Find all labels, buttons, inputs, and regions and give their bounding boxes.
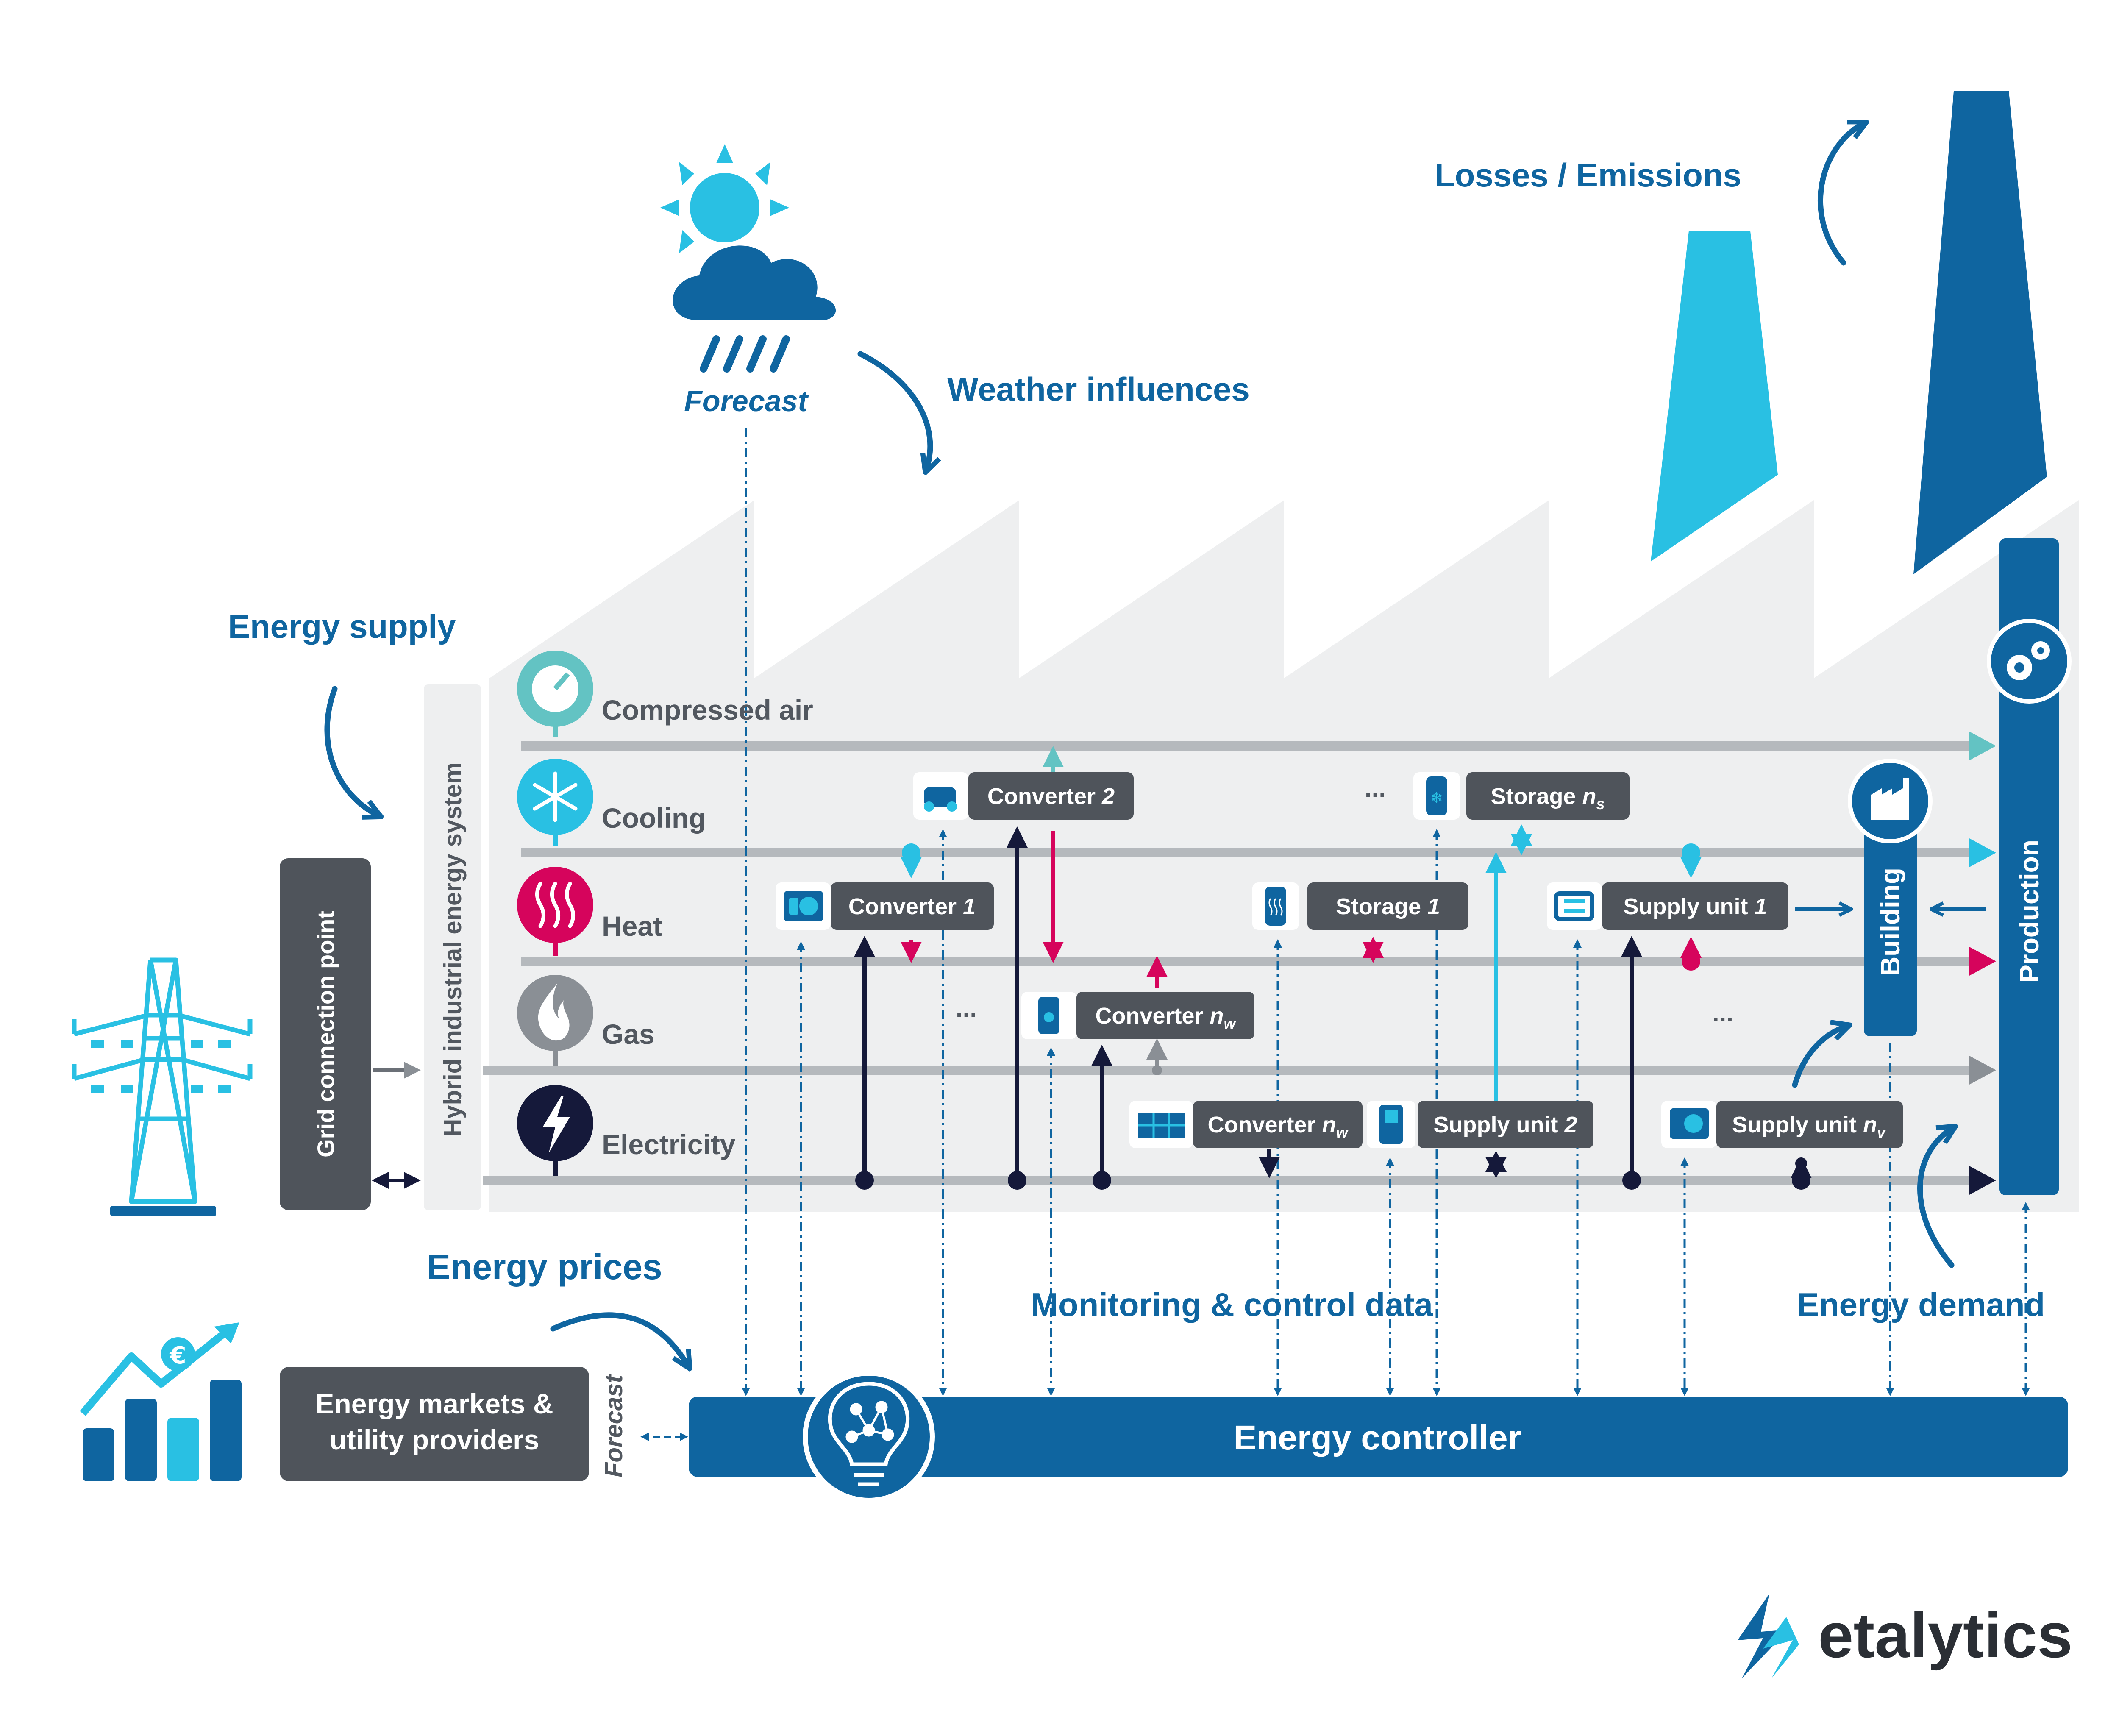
component-box-converter-1[interactable]	[831, 882, 994, 930]
power-pylon-icon	[72, 957, 253, 1204]
component-label-converter-nw-b: Converter nw	[1207, 1112, 1349, 1141]
heading-losses-emissions: Losses / Emissions	[1435, 156, 1741, 194]
chiller-icon	[1554, 891, 1594, 921]
heading-monitoring: Monitoring & control data	[1031, 1286, 1433, 1323]
controller-icon-circle	[803, 1371, 935, 1503]
grid-connection-label: Grid connection point	[312, 911, 339, 1157]
ellipsis: ...	[1712, 999, 1733, 1027]
heat-waves-icon	[517, 867, 593, 956]
compressor-icon	[924, 787, 957, 812]
system-label: Hybrid industrial energy system	[439, 762, 467, 1136]
component-label-supply-unit-nv: Supply unit nv	[1732, 1112, 1886, 1141]
curved-arrows	[324, 123, 1954, 1367]
pressure-gauge-icon	[517, 651, 593, 737]
pipe-arrow-gas	[1969, 1055, 1996, 1085]
media-label-heat: Heat	[602, 910, 662, 942]
lightning-icon	[517, 1085, 593, 1176]
component-box-storage-1[interactable]	[1307, 882, 1468, 930]
pipe-arrow-electricity	[1969, 1166, 1996, 1195]
solar-panel-icon	[1138, 1113, 1185, 1138]
energy-controller-label: Energy controller	[1234, 1419, 1521, 1457]
heading-energy-supply: Energy supply	[228, 608, 456, 645]
production-label: Production	[2014, 840, 2044, 983]
component-label-supply-unit-2: Supply unit 2	[1433, 1112, 1577, 1138]
heading-energy-prices: Energy prices	[427, 1247, 662, 1287]
gears-icon	[2007, 641, 2050, 680]
brand-name: etalytics	[1818, 1600, 2072, 1671]
chimney-light	[1651, 231, 1778, 562]
component-box-converter-nw-b[interactable]	[1193, 1101, 1363, 1148]
ellipsis: ...	[1365, 774, 1386, 802]
component-label-supply-unit-1: Supply unit 1	[1623, 894, 1767, 919]
lightbulb-network-icon	[828, 1382, 910, 1486]
ellipsis: ...	[956, 994, 977, 1023]
component-box-supply-unit-nv[interactable]	[1716, 1101, 1903, 1148]
weather-forecast-label: Forecast	[684, 384, 809, 417]
price-chart-icon: €	[80, 1322, 242, 1481]
component-box-converter-nw-a[interactable]	[1076, 992, 1254, 1039]
markets-label-line2: utility providers	[329, 1424, 539, 1455]
pipe-arrow-compressed-air	[1969, 731, 1996, 761]
media-label-gas: Gas	[602, 1018, 655, 1050]
markets-label-line1: Energy markets &	[315, 1388, 553, 1419]
media-label-cooling: Cooling	[602, 802, 706, 834]
pipe-arrow-cooling	[1969, 838, 1996, 868]
component-box-storage-ns[interactable]	[1466, 772, 1630, 820]
building-bar	[1864, 807, 1917, 1036]
flame-icon	[517, 975, 593, 1066]
etalytics-logo-icon	[1738, 1594, 1799, 1678]
storage-tank-icon	[1038, 997, 1060, 1034]
production-bar	[1999, 538, 2059, 1195]
media-label-compressed-air: Compressed air	[602, 694, 813, 726]
heading-energy-demand: Energy demand	[1797, 1286, 2045, 1323]
energy-controller-bar[interactable]	[689, 1397, 2068, 1477]
component-box-supply-unit-2[interactable]	[1418, 1101, 1593, 1148]
system-label-bar	[424, 684, 481, 1210]
component-label-converter-1: Converter 1	[848, 894, 976, 919]
pipes	[483, 741, 1971, 1185]
svg-text:€: €	[169, 1342, 186, 1369]
component-label-storage-ns: Storage ns	[1491, 784, 1605, 812]
flow-dots	[855, 843, 1810, 1190]
media-label-electricity: Electricity	[602, 1129, 736, 1160]
markets-box	[280, 1367, 589, 1481]
heading-weather-influences: Weather influences	[947, 370, 1250, 408]
sun-cloud-rain-icon	[660, 144, 836, 373]
factory-icon	[1871, 778, 1909, 820]
heat-pump-icon	[784, 891, 823, 921]
svg-text:❄: ❄	[1430, 790, 1443, 807]
component-label-converter-nw-a: Converter nw	[1095, 1003, 1236, 1032]
chimney-dark	[1913, 91, 2047, 574]
component-label-storage-1: Storage 1	[1336, 894, 1440, 919]
pipe-arrow-heat	[1969, 946, 1996, 976]
heat-pump-icon	[1670, 1108, 1709, 1139]
storage-tank-icon	[1379, 1105, 1403, 1144]
markets-forecast-label: Forecast	[600, 1374, 628, 1477]
component-box-supply-unit-1[interactable]	[1602, 882, 1788, 930]
storage-tank-icon: ❄	[1426, 776, 1447, 815]
storage-tank-icon	[1265, 887, 1286, 926]
snowflake-icon	[517, 759, 593, 846]
grid-connection-box	[280, 858, 371, 1210]
pylon-insulators	[91, 1040, 231, 1216]
component-box-converter-2[interactable]	[968, 772, 1134, 820]
flow-connectors	[854, 746, 1812, 1178]
component-label-converter-2: Converter 2	[987, 784, 1115, 809]
building-label: Building	[1875, 868, 1905, 976]
